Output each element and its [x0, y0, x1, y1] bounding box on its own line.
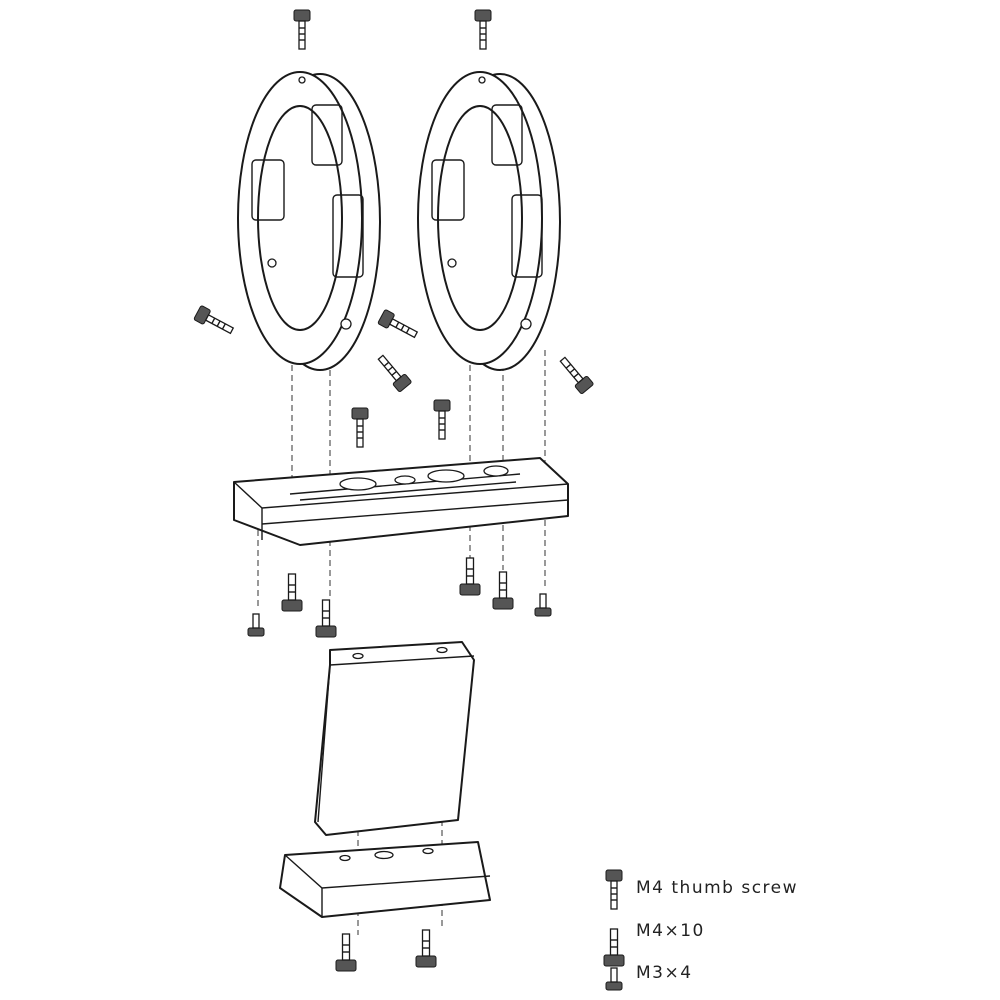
- legend-icons: [603, 869, 625, 991]
- thumb-screw-top-right: [474, 9, 492, 50]
- thumb-screw-side-3: [373, 351, 413, 394]
- legend-label-m4x10: M4×10: [636, 921, 705, 941]
- socket-screw-1: [281, 573, 303, 612]
- socket-screw-base-1: [335, 933, 357, 972]
- vertical-bracket: [314, 641, 475, 836]
- tube-ring-left: [237, 71, 381, 371]
- thumb-screw-plate-1: [351, 407, 369, 448]
- socket-screw-3: [459, 557, 481, 596]
- thumb-screw-plate-2: [433, 399, 451, 440]
- socket-screw-base-2: [415, 929, 437, 968]
- thumb-screw-icon: [605, 869, 623, 910]
- thumb-screw-side-4: [555, 353, 595, 396]
- legend-label-m3x4: M3×4: [636, 963, 693, 983]
- dovetail-plate: [233, 457, 569, 546]
- tube-ring-right: [417, 71, 561, 371]
- base-block: [279, 841, 491, 918]
- small-screw-1: [247, 613, 265, 637]
- legend-label-m4-thumb: M4 thumb screw: [636, 878, 799, 898]
- small-screw-icon: [605, 967, 623, 991]
- thumb-screw-side-1: [192, 304, 237, 339]
- thumb-screw-top-left: [293, 9, 311, 50]
- socket-screw-icon: [603, 928, 625, 967]
- thumb-screw-side-2: [376, 308, 421, 343]
- socket-screw-2: [315, 599, 337, 638]
- socket-screw-4: [492, 571, 514, 610]
- small-screw-2: [534, 593, 552, 617]
